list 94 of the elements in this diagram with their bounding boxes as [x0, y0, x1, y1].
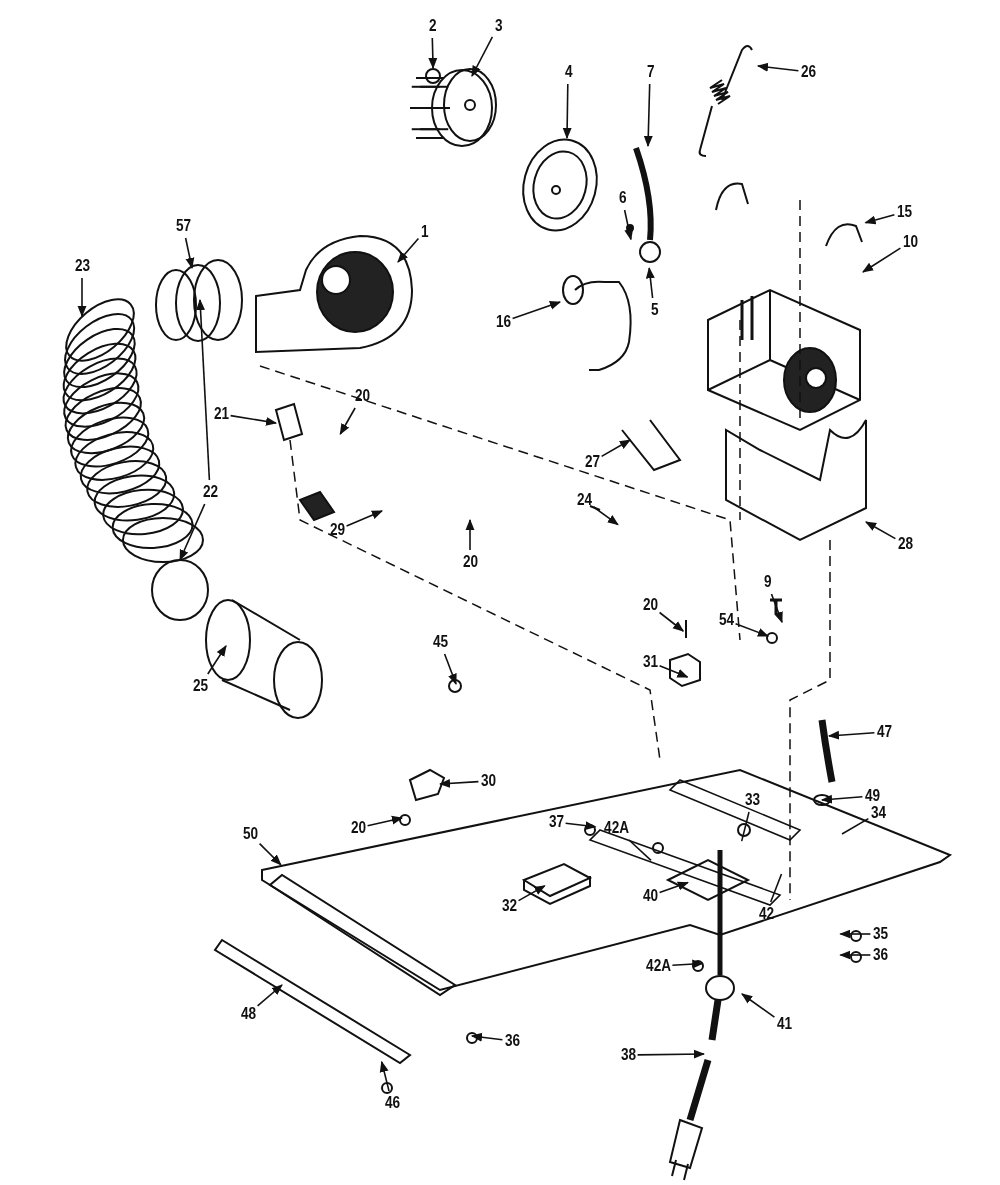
callout-number: 7 — [646, 62, 654, 82]
leader-arrow — [465, 518, 475, 551]
callout-number: 2 — [428, 16, 436, 36]
leader-arrow — [864, 213, 896, 225]
callout-number: 5 — [650, 300, 658, 320]
callout-number: 24 — [576, 490, 592, 510]
leader-arrow — [862, 247, 902, 273]
leader-arrow — [256, 984, 283, 1007]
callout-number: 45 — [432, 632, 448, 652]
leader-arrow — [470, 1032, 504, 1042]
callout-number: 16 — [495, 312, 511, 332]
callout-number: 37 — [548, 812, 564, 832]
leader-arrow — [77, 277, 87, 318]
leader-arrow — [839, 929, 872, 939]
callout-number: 30 — [480, 771, 496, 791]
leader-arrow — [643, 83, 653, 148]
leader-arrow — [517, 885, 546, 902]
leader-arrow — [443, 653, 457, 686]
leader-arrow — [865, 521, 897, 540]
leader-arrow — [379, 1060, 390, 1092]
callout-number: 42A — [603, 818, 629, 838]
leader-arrow — [511, 301, 562, 320]
leader-arrow — [756, 62, 800, 72]
leader-line — [841, 817, 870, 835]
callout-number: 20 — [462, 552, 478, 572]
callout-number: 1 — [420, 222, 428, 242]
callout-number: 50 — [242, 824, 258, 844]
leader-arrow — [397, 237, 420, 263]
leader-arrow — [196, 298, 211, 481]
callout-number: 20 — [354, 386, 370, 406]
leader-arrow — [179, 503, 206, 561]
leader-arrow — [827, 730, 876, 740]
callout-number: 49 — [864, 786, 880, 806]
leader-arrow — [366, 815, 404, 827]
leader-arrow — [345, 510, 384, 527]
callout-number: 31 — [642, 652, 658, 672]
callout-number: 34 — [870, 803, 886, 823]
leader-arrow — [184, 237, 195, 270]
leader-arrow — [741, 993, 776, 1018]
callout-number: 25 — [192, 676, 208, 696]
callout-number: 41 — [776, 1014, 792, 1034]
callout-number: 3 — [494, 16, 502, 36]
callout-number: 46 — [384, 1093, 400, 1113]
leader-arrow — [562, 83, 572, 140]
callout-number: 21 — [213, 404, 229, 424]
leader-arrow — [471, 36, 494, 77]
callout-number: 20 — [350, 818, 366, 838]
leader-arrow — [658, 611, 685, 632]
leader-arrow — [564, 821, 597, 831]
callout-number: 42A — [645, 956, 671, 976]
callout-number: 28 — [897, 534, 913, 554]
callout-number: 9 — [763, 572, 771, 592]
leader-arrow — [428, 37, 438, 70]
callout-number: 6 — [618, 188, 626, 208]
callout-number: 48 — [240, 1004, 256, 1024]
callout-number: 15 — [896, 202, 912, 222]
callout-number: 33 — [744, 790, 760, 810]
callout-number: 27 — [584, 452, 600, 472]
callout-number: 26 — [800, 62, 816, 82]
callout-number: 36 — [504, 1031, 520, 1051]
leader-arrow — [600, 439, 631, 458]
callout-number: 29 — [329, 520, 345, 540]
leader-arrow — [636, 1049, 706, 1059]
leader-arrow — [734, 622, 770, 637]
leader-line — [769, 873, 783, 903]
leader-arrow — [671, 959, 704, 969]
callout-number: 36 — [872, 945, 888, 965]
leader-arrow — [658, 881, 689, 894]
callout-number: 47 — [876, 722, 892, 742]
leader-arrow — [339, 407, 356, 435]
callout-number: 10 — [902, 232, 918, 252]
leader-arrow — [658, 665, 689, 678]
leader-arrow — [623, 209, 634, 241]
callout-number: 35 — [872, 924, 888, 944]
callout-number: 4 — [564, 62, 572, 82]
leader-arrow — [438, 778, 480, 788]
leader-arrow — [770, 593, 783, 624]
leader-arrow — [592, 506, 619, 526]
leader-arrow — [229, 414, 278, 426]
callout-number: 57 — [175, 216, 191, 236]
callout-number: 22 — [202, 482, 218, 502]
leader-arrow — [258, 842, 282, 866]
leader-arrow — [207, 645, 227, 675]
callout-number: 40 — [642, 886, 658, 906]
callout-number: 54 — [718, 610, 734, 630]
leader-line — [628, 839, 652, 862]
leader-arrow — [839, 950, 872, 960]
leader-arrow — [820, 794, 864, 804]
callout-number: 32 — [501, 896, 517, 916]
leader-line — [740, 811, 750, 842]
callout-number: 38 — [620, 1045, 636, 1065]
callout-number: 20 — [642, 595, 658, 615]
leader-arrow — [645, 267, 655, 299]
callout-number: 23 — [74, 256, 90, 276]
